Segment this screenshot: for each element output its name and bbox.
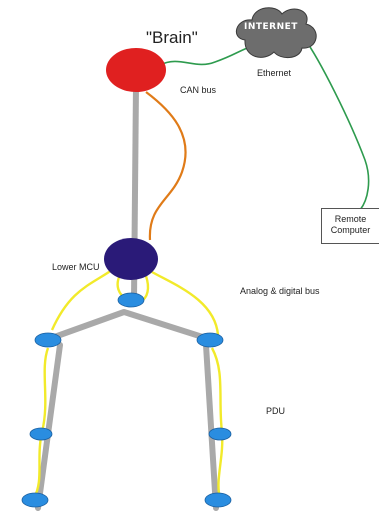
brain-label: "Brain" [146, 28, 198, 47]
internet-cloud-icon [235, 7, 317, 58]
pdu-center [117, 292, 145, 308]
ethernet-cable [159, 37, 370, 211]
pdu-left-lower [21, 492, 49, 508]
left-leg [35, 342, 63, 511]
pdu-label: PDU [266, 406, 286, 416]
remote-computer-box: Remote Computer [321, 208, 379, 244]
can-bus-label: CAN bus [180, 85, 217, 95]
pdu-left-middle [29, 427, 53, 441]
remote-computer-line1: Remote [334, 214, 367, 224]
remote-computer-line2: Computer [330, 225, 371, 235]
right-leg [203, 342, 219, 511]
ethernet-label: Ethernet [257, 68, 292, 78]
internet-label: INTERNET [244, 22, 298, 32]
pdu-nodes [21, 292, 232, 508]
lower-mcu-label: Lower MCU [52, 262, 100, 272]
pdu-right-middle [208, 427, 232, 441]
analog-digital-bus-label: Analog & digital bus [240, 286, 320, 296]
brain-node [106, 48, 166, 92]
pdu-right-upper [196, 332, 224, 348]
lower-mcu-node [104, 238, 158, 280]
pdu-right-lower [204, 492, 232, 508]
can-bus-cable [145, 91, 187, 241]
hip-bar [43, 309, 215, 343]
pdu-left-upper [34, 332, 62, 348]
